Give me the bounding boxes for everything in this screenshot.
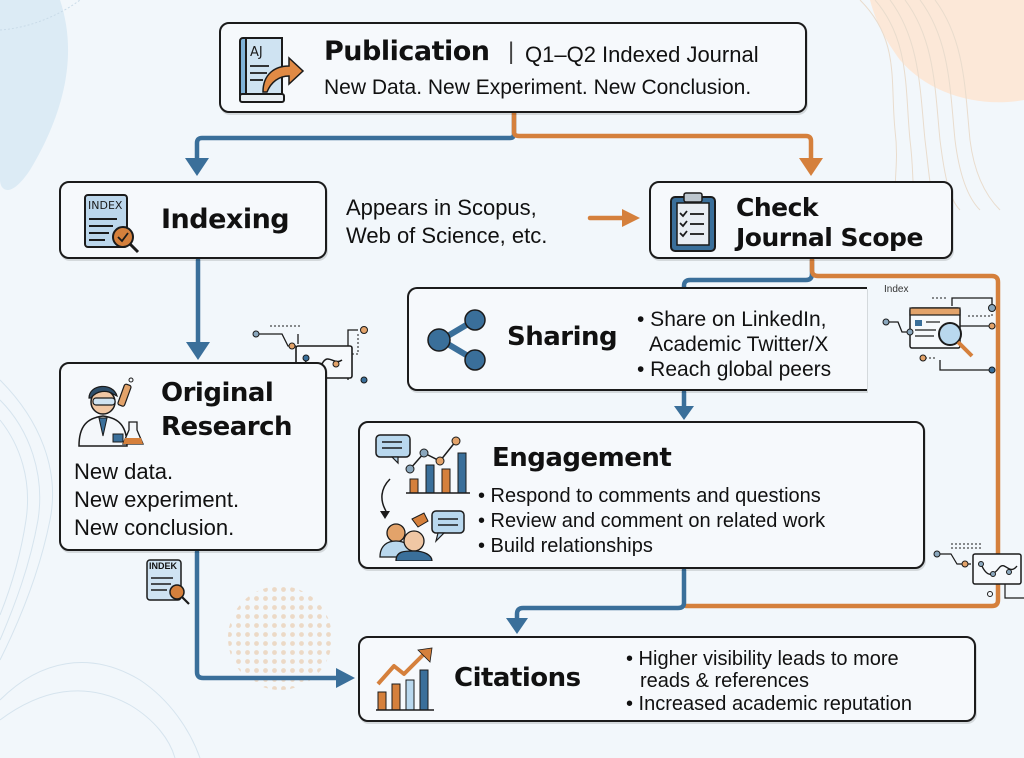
arrowhead-indexing xyxy=(185,158,209,176)
arrowhead-scope xyxy=(799,158,823,176)
sharing-bullet-1: • Share on LinkedIn, xyxy=(637,308,827,331)
book-arrow-icon: AJ xyxy=(239,37,305,103)
icon-label: INDEX xyxy=(88,199,123,212)
arrowhead-citations xyxy=(506,618,528,634)
arrowhead-engagement xyxy=(674,406,694,420)
appears-line-2: Web of Science, etc. xyxy=(346,223,548,248)
dotted-circle xyxy=(228,586,332,690)
index-document-icon: INDEX xyxy=(84,194,140,254)
check-scope-title-line-2: Journal Scope xyxy=(736,223,923,252)
citations-bullet-2: • Increased academic reputation xyxy=(626,693,913,715)
check-scope-box: Check Journal Scope xyxy=(649,181,953,259)
peach-blob xyxy=(870,0,1024,103)
index-document-icon xyxy=(146,559,190,605)
citations-bullet-1-cont: reads & references xyxy=(640,670,809,692)
connector-scope-orange-side xyxy=(683,257,1001,609)
engagement-title: Engagement xyxy=(492,443,672,473)
arrowhead-appears-scope xyxy=(622,209,640,227)
contour-lines-left xyxy=(0,379,201,758)
engagement-bullet-2: • Review and comment on related work xyxy=(478,510,826,532)
connector-scope-to-sharing xyxy=(681,257,815,293)
browser-search-icon xyxy=(882,297,996,374)
engagement-box: Engagement • Respond to comments and que… xyxy=(358,421,925,569)
engagement-bullet-3: • Build relationships xyxy=(478,535,653,557)
index-decoration: Index xyxy=(860,278,1000,388)
research-line-1: New data. xyxy=(74,459,174,484)
publication-subtitle: Q1–Q2 Indexed Journal xyxy=(525,42,759,67)
sharing-title: Sharing xyxy=(507,322,618,352)
arrowhead-citations-left xyxy=(336,668,355,688)
research-line-3: New conclusion. xyxy=(74,515,235,540)
citations-box: Citations • Higher visibility leads to m… xyxy=(358,636,976,722)
blue-blob xyxy=(0,0,69,190)
engagement-chart-people-icon xyxy=(375,434,470,561)
indek-label: INDEK xyxy=(149,561,178,571)
sharing-bullet-2: • Reach global peers xyxy=(637,358,832,381)
publication-tagline: New Data. New Experiment. New Conclusion… xyxy=(324,76,752,99)
indek-decoration: INDEK xyxy=(145,558,195,608)
connector-research-to-citations xyxy=(194,549,341,681)
appears-line-1: Appears in Scopus, xyxy=(346,195,537,220)
indexing-box: INDEX Indexing xyxy=(59,181,327,259)
citations-title: Citations xyxy=(454,663,581,693)
indexing-title: Indexing xyxy=(161,204,290,235)
connector-publication-to-scope xyxy=(511,109,814,163)
publication-box: AJ Publication | Q1–Q2 Indexed Journal N… xyxy=(219,22,807,113)
scientist-icon xyxy=(78,377,144,447)
research-title-line-2: Research xyxy=(161,412,293,442)
check-scope-title-line-1: Check xyxy=(736,193,819,222)
connector-engagement-to-citations xyxy=(514,567,687,623)
growth-chart-icon xyxy=(376,647,434,711)
blue-arc xyxy=(0,0,81,31)
clipboard-checklist-icon xyxy=(670,192,716,252)
research-line-2: New experiment. xyxy=(74,487,240,512)
original-research-box: Original Research New data. New experime… xyxy=(59,362,327,551)
icon-label: AJ xyxy=(250,45,263,60)
arrowhead-research xyxy=(186,342,210,360)
publication-title: Publication xyxy=(324,36,490,67)
wave-chart-decoration-right xyxy=(933,543,1024,599)
research-title-line-1: Original xyxy=(161,378,274,408)
citations-bullet-1: • Higher visibility leads to more xyxy=(626,648,899,670)
share-icon xyxy=(427,309,486,371)
publication-separator: | xyxy=(508,38,515,65)
engagement-bullet-1: • Respond to comments and questions xyxy=(478,485,821,507)
sharing-bullet-1-cont: Academic Twitter/X xyxy=(649,333,829,356)
sharing-box: Sharing • Share on LinkedIn, Academic Tw… xyxy=(407,287,867,391)
connector-publication-to-indexing xyxy=(194,109,517,163)
index-decoration-label: Index xyxy=(884,284,909,295)
